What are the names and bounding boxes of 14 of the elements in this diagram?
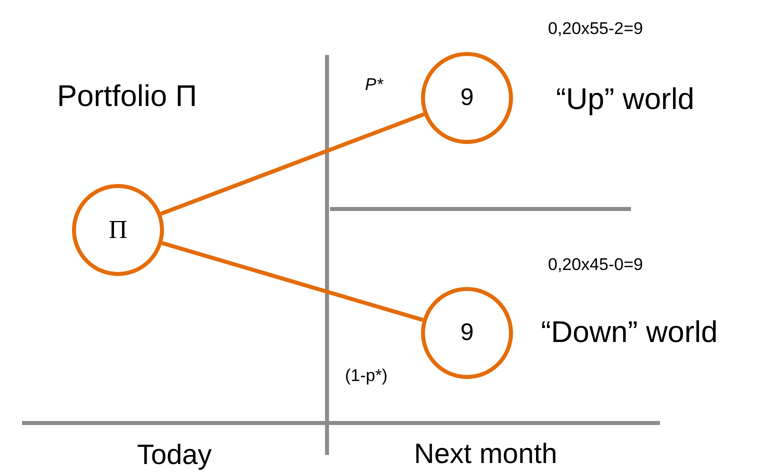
period-label: Today [137, 441, 212, 469]
scenario-label: “Up” world [556, 85, 694, 115]
payoff-formula: 0,20x55-2=9 [548, 20, 643, 37]
scenario-label: “Down” world [541, 318, 718, 348]
node-value: 9 [460, 319, 474, 347]
node-value: Π [108, 215, 128, 245]
edge-label: (1-p*) [345, 367, 388, 384]
connector-line [162, 241, 424, 322]
portfolio-label: Portfolio Π [57, 82, 198, 112]
edge-label: P* [365, 76, 383, 93]
node-value: 9 [460, 84, 474, 112]
period-label: Next month [414, 440, 558, 468]
payoff-formula: 0,20x45-0=9 [548, 256, 643, 273]
connector-line [160, 112, 425, 216]
